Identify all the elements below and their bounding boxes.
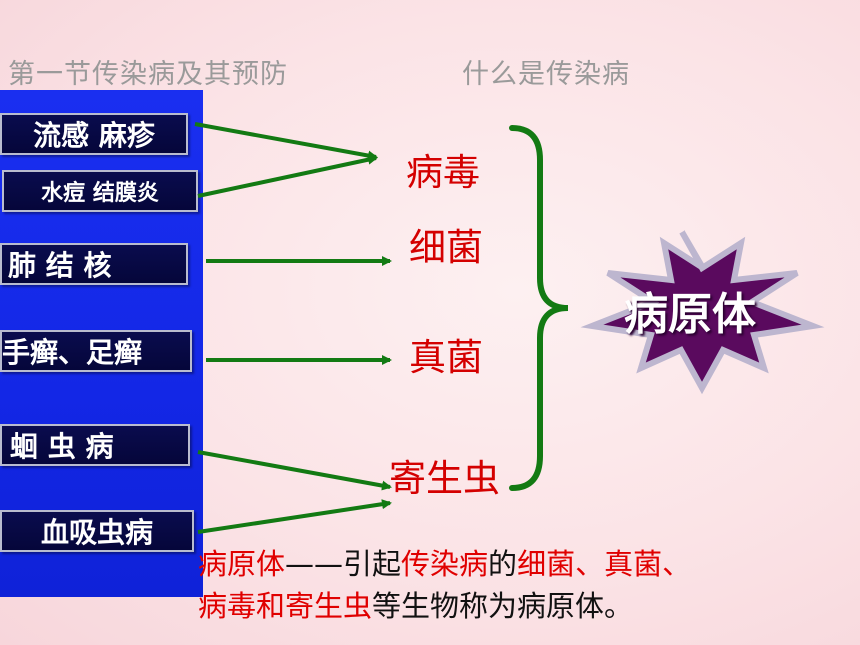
disease-box-tuberculosis: 肺 结 核: [0, 243, 188, 285]
disease-box-tinea: 手癣、足癣: [0, 330, 192, 372]
definition-term: 病原体: [198, 547, 286, 581]
definition-ending: 等生物称为病原体。: [372, 589, 634, 623]
disease-box-chickenpox-conjunctivitis: 水痘 结膜炎: [2, 170, 198, 212]
definition-bacteria-fungi: 细菌、真菌、: [517, 547, 692, 581]
pathogen-burst-label: 病原体: [624, 289, 756, 340]
disease-box-ascariasis: 蛔 虫 病: [0, 424, 190, 466]
pathogen-parasite: 寄生虫: [389, 457, 500, 500]
arrow-chickenpox-to-virus: [197, 154, 378, 198]
pathogen-virus: 病毒: [406, 151, 480, 194]
arrow-schistosomiasis-to-parasite: [197, 499, 392, 534]
definition-virus-parasite: 病毒和寄生虫: [198, 589, 373, 623]
grouping-brace: [509, 125, 569, 491]
lesson-title: 第一节传染病及其预防: [8, 59, 288, 90]
definition-infectious-disease: 传染病: [401, 547, 489, 581]
pathogen-fungi: 真菌: [409, 336, 483, 379]
pathogen-burst: [580, 230, 825, 395]
arrow-flu-to-virus: [194, 122, 378, 161]
arrow-ascariasis-to-parasite: [197, 450, 392, 491]
disease-box-schistosomiasis: 血吸虫病: [0, 510, 194, 552]
definition-text: 病原体——引起传染病的细菌、真菌、病毒和寄生虫等生物称为病原体。: [198, 543, 848, 627]
section-question: 什么是传染病: [462, 59, 630, 90]
definition-connector: ——引起: [285, 547, 402, 581]
disease-box-flu-measles: 流感 麻疹: [0, 113, 188, 155]
pathogen-bacteria: 细菌: [409, 226, 483, 269]
definition-particle: 的: [488, 547, 518, 581]
